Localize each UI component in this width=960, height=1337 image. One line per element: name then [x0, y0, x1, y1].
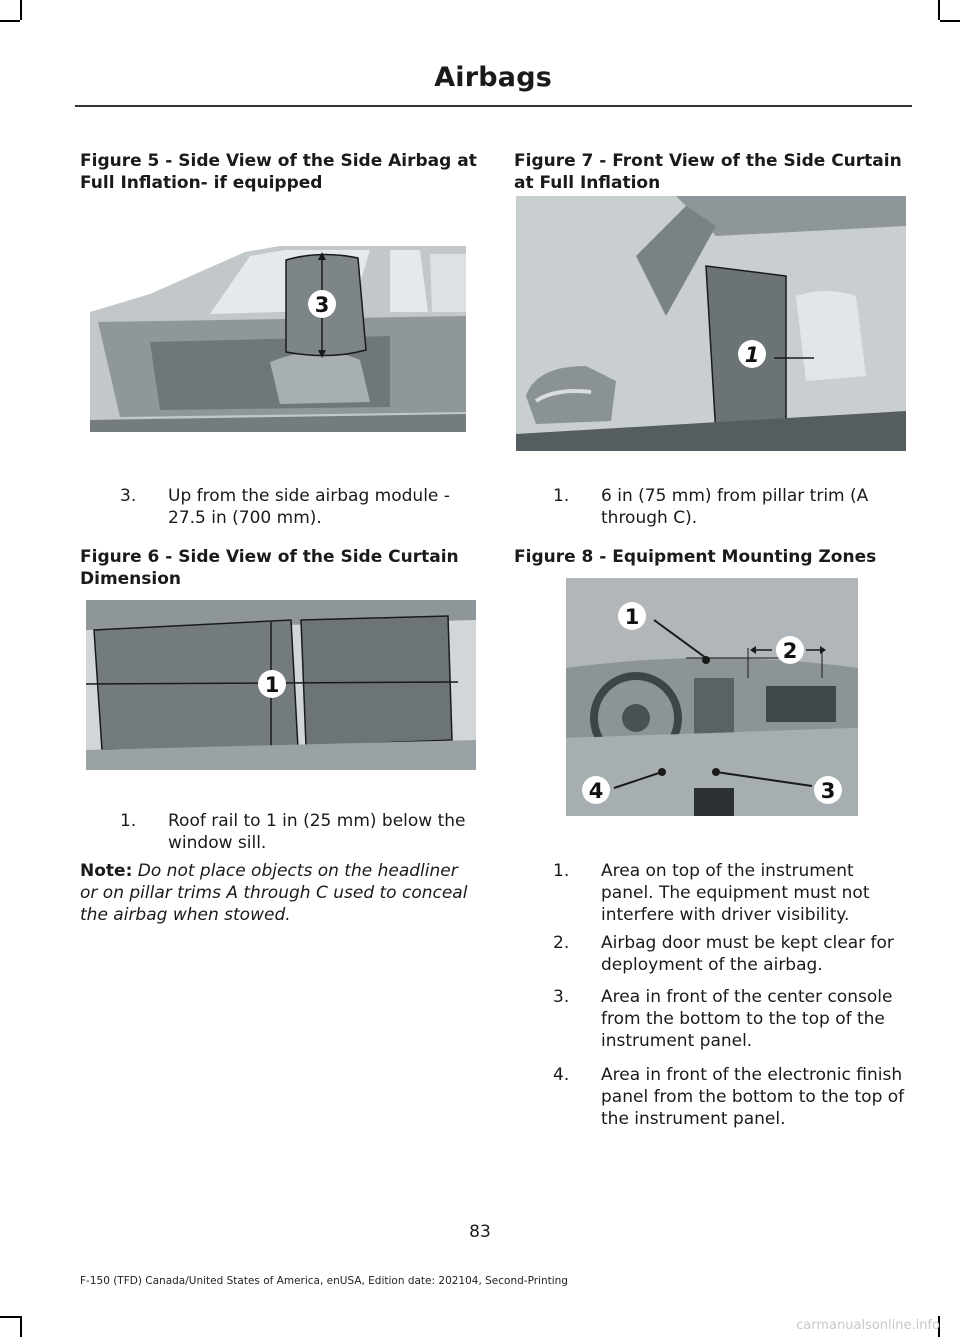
list-number: 4.: [553, 1065, 570, 1085]
watermark: carmanualsonline.info: [796, 1318, 940, 1333]
figure-8-callout-3: 3: [821, 779, 836, 803]
list-text: Area on top of the instrument panel. The…: [601, 861, 870, 925]
figure-7-callout: 1: [745, 343, 760, 367]
list-number: 2.: [553, 933, 570, 953]
list-text: Roof rail to 1 in (25 mm) below the wind…: [168, 811, 466, 853]
figure-5-side-airbag-illustration: 3: [90, 232, 466, 432]
page-title: Airbags: [434, 62, 552, 93]
list-number: 3.: [553, 987, 570, 1007]
crop-mark: [940, 20, 960, 22]
edition-footer: F-150 (TFD) Canada/United States of Amer…: [80, 1275, 568, 1287]
crop-mark: [938, 1316, 940, 1337]
figure-6-title: Figure 6 - Side View of the Side Curtain…: [80, 547, 459, 589]
list-text: Airbag door must be kept clear for deplo…: [601, 933, 894, 975]
header-divider: [75, 105, 912, 107]
figure-8-mounting-zones-illustration: 1 2 3 4: [566, 578, 858, 816]
figure-5-title: Figure 5 - Side View of the Side Airbag …: [80, 151, 477, 193]
figure-5-callout: 3: [315, 293, 330, 317]
list-text: Up from the side airbag module - 27.5 in…: [168, 486, 450, 528]
list-text: Area in front of the center console from…: [601, 987, 893, 1051]
list-text: 6 in (75 mm) from pillar trim (A through…: [601, 486, 869, 528]
note-label: Note:: [80, 861, 133, 881]
list-number: 1.: [120, 811, 137, 831]
crop-mark: [0, 20, 20, 22]
figure-6-side-curtain-illustration: 1: [86, 600, 476, 770]
figure-8-callout-4: 4: [589, 779, 604, 803]
figure-7-title: Figure 7 - Front View of the Side Curtai…: [514, 151, 902, 193]
figure-7-front-view-illustration: 1: [516, 196, 906, 451]
figure-8-callout-2: 2: [783, 639, 798, 663]
page-number: 83: [469, 1222, 491, 1242]
figure-8-title: Figure 8 - Equipment Mounting Zones: [514, 547, 877, 567]
crop-mark: [20, 0, 22, 20]
figure-8-callout-1: 1: [625, 605, 640, 629]
note-paragraph: Note: Do not place objects on the headli…: [80, 860, 480, 926]
note-text: Do not place objects on the headliner or…: [80, 861, 468, 925]
figure-6-callout: 1: [265, 673, 280, 697]
list-number: 1.: [553, 486, 570, 506]
crop-mark: [938, 0, 940, 20]
list-number: 3.: [120, 486, 137, 506]
list-text: Area in front of the electronic finish p…: [601, 1065, 905, 1129]
list-number: 1.: [553, 861, 570, 881]
crop-mark: [0, 1316, 20, 1318]
crop-mark: [20, 1316, 22, 1337]
